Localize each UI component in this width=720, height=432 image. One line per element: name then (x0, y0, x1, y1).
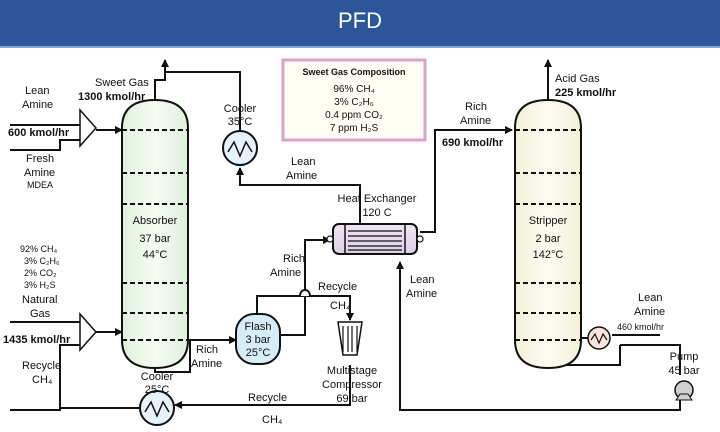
reboiler-to-pump-pipe (620, 344, 681, 375)
rich-amine-flash-pipe (280, 236, 331, 336)
composition-line-4: 7 ppm H₂S (330, 123, 379, 134)
flash-temperature: 25°C (246, 347, 271, 359)
sweet-gas-flow: 1300 kmol/hr (78, 91, 146, 103)
acid-gas-label: Acid Gas (555, 73, 600, 85)
lean-amine-hx-pipe (236, 167, 361, 228)
rich-amine-stripper-label-2: Amine (460, 115, 491, 127)
lean-amine-hx-bottom-label-1: Lean (410, 274, 434, 286)
recycle-ch4-left-pipe (10, 344, 80, 411)
natural-gas-label-2: Gas (30, 308, 51, 320)
fresh-amine-label-3: MDEA (27, 180, 53, 190)
fresh-amine-feed-pipe (10, 139, 80, 151)
cooler-top-label: Cooler (224, 103, 257, 115)
lean-amine-top-label-1: Lean (25, 85, 49, 97)
lean-amine-pump-label-2: Amine (634, 306, 665, 318)
absorber-column[interactable] (121, 98, 189, 370)
flash-label: Flash (245, 321, 272, 333)
rich-amine-absorber-label-1: Rich (196, 344, 218, 356)
feed-comp-1: 92% CH₄ (20, 244, 58, 254)
cooler-bottom-temperature: 25°C (145, 384, 170, 396)
natural-gas-flow: 1435 kmol/hr (3, 334, 71, 346)
cooler-top-temperature: 35°C (228, 116, 253, 128)
rich-amine-flash-label-2: Amine (270, 267, 301, 279)
recycle-ch4-bottom-label-1: Recycle (248, 392, 287, 404)
compressor-label-1: Multistage (327, 365, 377, 377)
sweet-gas-composition-box (281, 58, 427, 142)
recycle-ch4-mid-label-1: Recycle (318, 281, 357, 293)
natural-gas-label-1: Natural (22, 294, 57, 306)
recycle-ch4-left-label-2: CH₄ (32, 374, 53, 386)
pump-pressure: 45 bar (668, 365, 700, 377)
lean-amine-flow: 600 kmol/hr (8, 127, 70, 139)
heat-exchanger-temperature: 120 C (362, 207, 391, 219)
reboiler-icon[interactable] (587, 326, 611, 350)
absorber-bottom-mixer (79, 312, 98, 352)
composition-line-1: 96% CH₄ (333, 84, 374, 95)
pipe-crossover (299, 289, 311, 297)
cooler-top-icon[interactable] (222, 130, 258, 166)
composition-title: Sweet Gas Composition (302, 67, 405, 77)
lean-amine-hx-label-1: Lean (291, 156, 315, 168)
lean-amine-hx-bottom-label-2: Amine (406, 288, 437, 300)
acid-gas-flow: 225 kmol/hr (555, 87, 617, 99)
sweet-gas-label: Sweet Gas (95, 77, 149, 89)
sweet-gas-pipe (154, 59, 169, 106)
header-banner (0, 0, 720, 46)
stripper-label: Stripper (529, 215, 568, 227)
lean-amine-pump-flow: 460 kmol/hr (617, 322, 664, 332)
rich-amine-absorber-label-2: Amine (191, 358, 222, 370)
fresh-amine-label-1: Fresh (26, 153, 54, 165)
absorber-pressure: 37 bar (139, 233, 171, 245)
lean-amine-cooler-pipe (165, 71, 241, 140)
cooler-bottom-icon[interactable] (139, 390, 175, 426)
cooler-bottom-label: Cooler (141, 371, 174, 383)
stripper-column[interactable] (514, 98, 582, 370)
recycle-ch4-bottom-label-2: CH₄ (262, 414, 283, 426)
header-divider (0, 46, 720, 48)
compressor-label-2: Compressor (322, 379, 382, 391)
rich-amine-flash-label-1: Rich (283, 253, 305, 265)
flash-pressure: 3 bar (245, 334, 270, 346)
fresh-amine-label-2: Amine (24, 167, 55, 179)
recycle-ch4-mid-label-2: CH₄ (330, 300, 351, 312)
compressor-pressure: 69 bar (336, 393, 368, 405)
rich-amine-stripper-label-1: Rich (465, 101, 487, 113)
lean-amine-pump-label-1: Lean (638, 292, 662, 304)
rich-amine-stripper-pipe (420, 126, 513, 233)
composition-line-2: 3% C₂H₆ (334, 97, 374, 108)
feed-comp-2: 3% C₂H₆ (24, 256, 60, 266)
pump-icon[interactable] (674, 380, 694, 401)
page-title: PFD (338, 8, 382, 33)
heat-exchanger-icon[interactable] (326, 223, 424, 255)
recycle-ch4-bottom-pipe (174, 365, 351, 409)
absorber-top-mixer (79, 108, 98, 148)
feed-comp-4: 3% H₂S (24, 280, 56, 290)
stripper-temperature: 142°C (533, 249, 564, 261)
flash-drum[interactable] (235, 313, 281, 365)
pump-label: Pump (670, 351, 699, 363)
absorber-label: Absorber (133, 215, 178, 227)
rich-amine-stripper-flow: 690 kmol/hr (442, 137, 504, 149)
compressor-icon[interactable] (337, 321, 363, 356)
lean-amine-hx-label-2: Amine (286, 170, 317, 182)
recycle-ch4-left-label-1: Recycle (22, 360, 61, 372)
stripper-pressure: 2 bar (535, 233, 560, 245)
heat-exchanger-label: Heat Exchanger (338, 193, 417, 205)
composition-line-3: 0.4 ppm CO₂ (325, 110, 383, 121)
lean-amine-top-label-2: Amine (22, 99, 53, 111)
feed-comp-3: 2% CO₂ (24, 268, 57, 278)
absorber-temperature: 44°C (143, 249, 168, 261)
